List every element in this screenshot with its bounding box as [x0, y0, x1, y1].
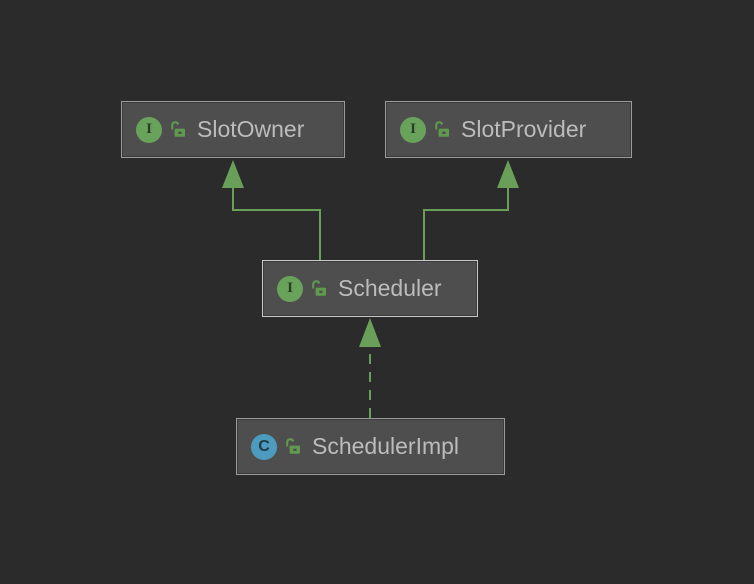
uml-node-label: Scheduler [338, 275, 442, 301]
unlock-icon [433, 120, 451, 140]
edge-schedulerimpl-to-scheduler [359, 318, 381, 418]
interface-icon: I [136, 116, 162, 143]
unlock-icon [310, 279, 328, 299]
interface-icon: I [277, 275, 303, 302]
class-icon: C [251, 433, 277, 460]
edge-scheduler-to-slotowner [222, 160, 321, 260]
edge-scheduler-to-slotprovider [423, 160, 519, 260]
interface-icon: I [400, 116, 426, 143]
uml-node-slot-provider[interactable]: I SlotProvider [385, 101, 632, 158]
uml-node-label: SchedulerImpl [312, 433, 460, 459]
uml-node-scheduler-impl[interactable]: C SchedulerImpl [236, 418, 505, 475]
uml-node-label: SlotProvider [461, 116, 587, 142]
unlock-icon [169, 120, 187, 140]
uml-node-slot-owner[interactable]: I SlotOwner [121, 101, 345, 158]
uml-node-scheduler[interactable]: I Scheduler [262, 260, 478, 317]
uml-node-label: SlotOwner [197, 116, 305, 142]
unlock-icon [284, 437, 302, 457]
